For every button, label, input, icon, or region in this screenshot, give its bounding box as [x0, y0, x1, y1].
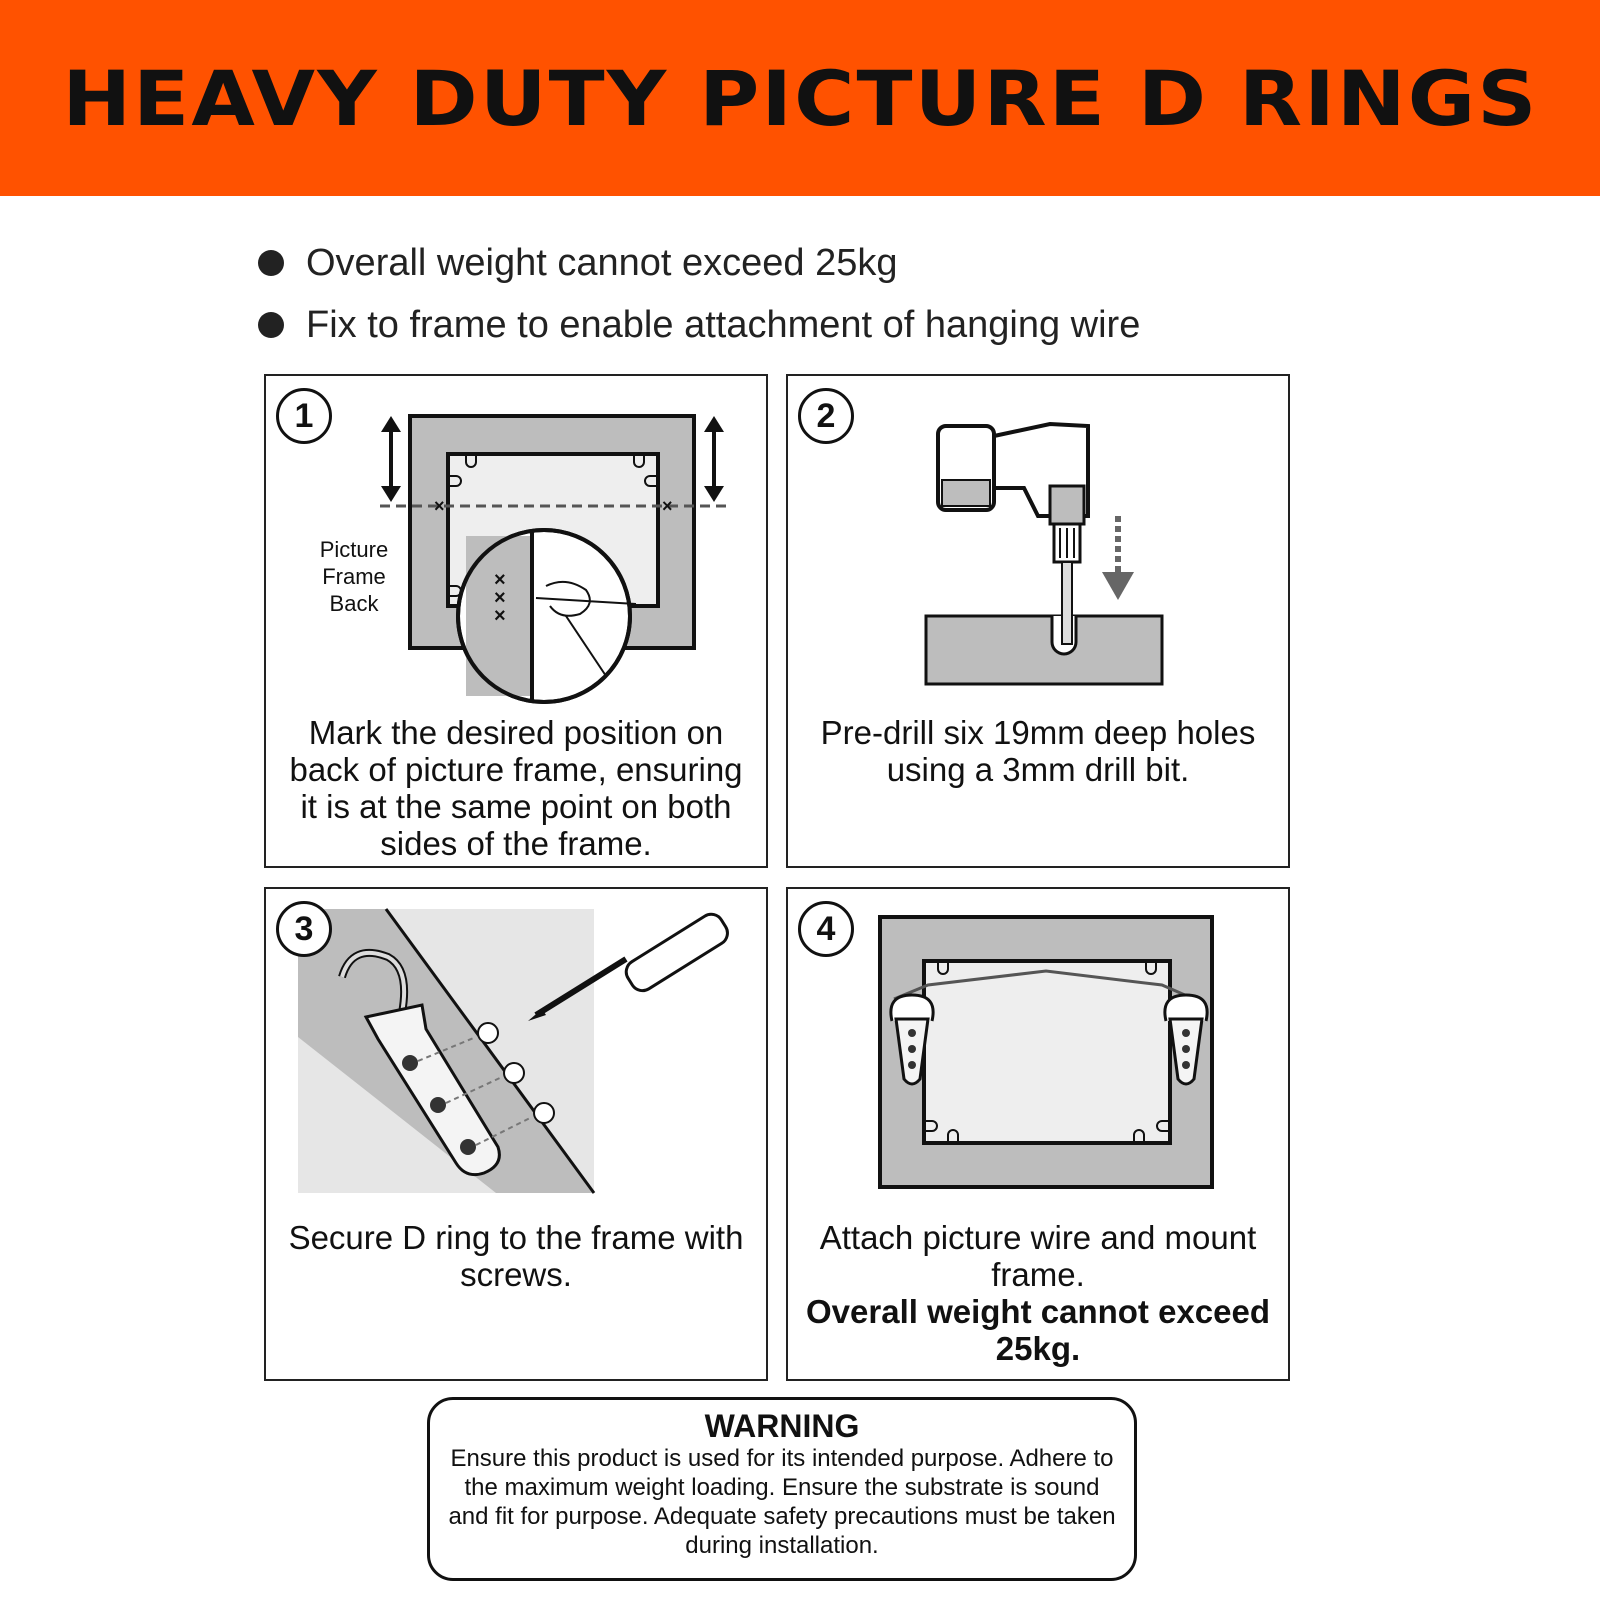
step-panel-2: 2 Pre-drill six 19mm deep holes using a … [786, 374, 1290, 868]
step-caption-text: Attach picture wire and mount frame. [819, 1219, 1257, 1293]
picture-frame-back-label: Picture Frame Back [319, 537, 389, 616]
drill-illustration-icon [924, 421, 1164, 686]
bullet-icon [258, 250, 284, 276]
step-panel-4: 4 Attach picture wire and mount frame. O… [786, 887, 1290, 1381]
step-number: 4 [798, 901, 854, 957]
svg-text:×: × [494, 569, 506, 591]
feature-text: Fix to frame to enable attachment of han… [306, 303, 1141, 346]
step-caption: Mark the desired position on back of pic… [289, 714, 743, 862]
bullet-icon [258, 312, 284, 338]
warning-body: Ensure this product is used for its inte… [448, 1445, 1116, 1559]
step-number: 2 [798, 388, 854, 444]
feature-text: Overall weight cannot exceed 25kg [306, 241, 898, 284]
feature-item: Fix to frame to enable attachment of han… [258, 294, 1140, 356]
warning-box: WARNING Ensure this product is used for … [427, 1397, 1137, 1581]
header-banner: HEAVY DUTY PICTURE D RINGS [0, 0, 1600, 196]
wired-frame-illustration-icon [878, 915, 1214, 1189]
page-title: HEAVY DUTY PICTURE D RINGS [61, 53, 1539, 143]
svg-text:×: × [494, 587, 506, 609]
step-caption-bold: Overall weight cannot exceed 25kg. [806, 1293, 1270, 1367]
feature-item: Overall weight cannot exceed 25kg [258, 232, 1140, 294]
step-panel-3: 3 Secure D ring to the frame with screws… [264, 887, 768, 1381]
svg-text:×: × [662, 496, 673, 516]
step-caption: Pre-drill six 19mm deep holes using a 3m… [820, 714, 1256, 788]
step-caption: Secure D ring to the frame with screws. [288, 1219, 744, 1293]
step-panel-1: 1 × × × × × Picture Frame Back Mark the … [264, 374, 768, 868]
frame-marking-illustration-icon: × × × × × [380, 414, 726, 704]
svg-text:×: × [494, 605, 506, 627]
warning-title: WARNING [704, 1408, 860, 1444]
svg-text:×: × [434, 496, 445, 516]
step-caption: Attach picture wire and mount frame. Ove… [802, 1219, 1274, 1367]
step-number: 1 [276, 388, 332, 444]
screwdriver-d-ring-illustration-icon [298, 908, 729, 1194]
step-number: 3 [276, 901, 332, 957]
feature-list: Overall weight cannot exceed 25kg Fix to… [258, 232, 1140, 356]
